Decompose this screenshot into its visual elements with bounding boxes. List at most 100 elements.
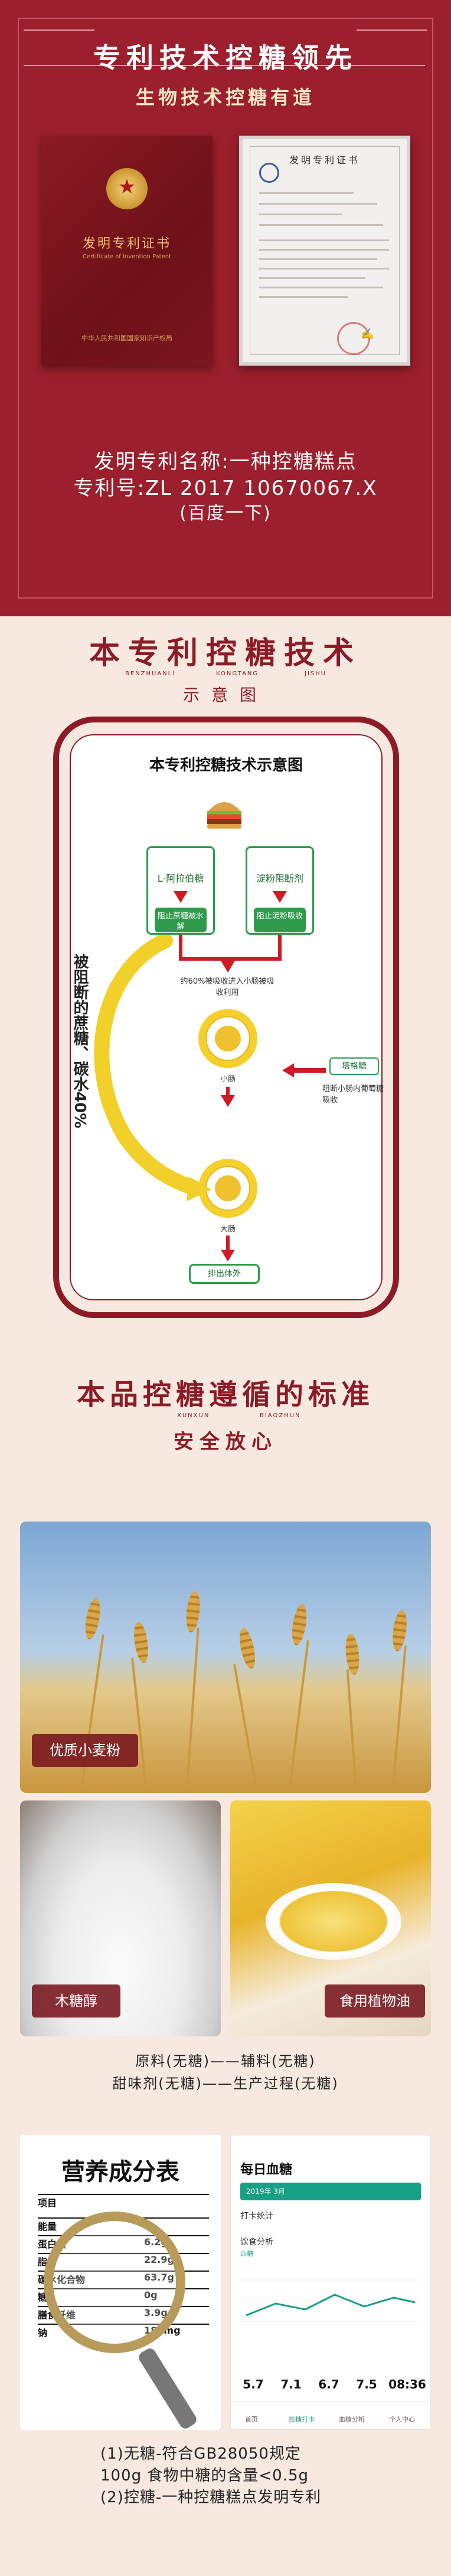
- bottom-note-3: (2)控糖-一种控糖糕点发明专利: [100, 2489, 322, 2506]
- down-arrow-icon: [221, 1250, 235, 1261]
- l-arabinose-label: L-阿拉伯糖: [157, 873, 204, 884]
- certificate-en-title: Certificate of Invention Patent: [82, 254, 171, 260]
- pinyin-text: JISHU: [305, 671, 327, 677]
- page-subtitle: 生物技术控糖有道: [135, 86, 315, 109]
- block-sucrose-note: 阻止蔗糖被水解: [155, 908, 207, 932]
- vegetable-oil-label: 食用植物油: [325, 1984, 425, 2018]
- nutrition-title: 营养成分表: [61, 2158, 179, 2186]
- certificate-title: 发明专利证书: [82, 236, 171, 251]
- block-starch-note: 阻止淀粉吸收: [254, 908, 306, 932]
- deco-line: [24, 65, 425, 66]
- app-date-bar: 2019年 3月: [240, 2183, 421, 2200]
- down-arrow-icon: [221, 961, 235, 972]
- pinyin-text: BIAOZHUN: [260, 1412, 301, 1419]
- text-line: [259, 258, 377, 260]
- pinyin-text: KONGTANG: [216, 671, 259, 677]
- text-line: [259, 268, 389, 270]
- text-line: [259, 213, 342, 215]
- reading-value: 7.1: [280, 2377, 302, 2391]
- reading-value: 7.5: [356, 2377, 377, 2391]
- nav-checkin[interactable]: 控糖打卡: [289, 2416, 315, 2423]
- down-arrow-icon: [221, 1095, 235, 1107]
- blood-sugar-app-screenshot: 每日血糖 2019年 3月 打卡统计 饮食分析 血糖 5.7 7.1 6.7 7…: [230, 2135, 431, 2430]
- connector-line: [179, 957, 282, 961]
- certificate-border: [250, 146, 400, 355]
- standards-subtitle: 安全放心: [174, 1430, 277, 1454]
- standard-line-1: 原料(无糖)——辅料(无糖): [135, 2053, 316, 2069]
- large-intestine-icon: [215, 1175, 241, 1201]
- text-line: [259, 249, 389, 251]
- patent-certificate-page: 发明专利证书 ✍: [239, 136, 410, 366]
- burger-icon: [207, 802, 241, 829]
- small-intestine-label: 小肠: [220, 1075, 236, 1084]
- reading-value: 6.7: [318, 2377, 339, 2391]
- text-line: [259, 277, 365, 279]
- app-chart-title: 饮食分析: [240, 2237, 273, 2247]
- nutrition-row: 项目: [38, 2194, 209, 2212]
- left-arrow-icon: [282, 1063, 294, 1077]
- nav-home[interactable]: 首页: [245, 2416, 258, 2423]
- diagram-section: 本专利控糖技术 BENZHUANLI KONGTANG JISHU 示意图 本专…: [0, 616, 451, 1353]
- signature: ✍: [361, 328, 374, 340]
- patent-number: 专利号:ZL 2017 10670067.X: [73, 477, 378, 500]
- deco-line: [24, 29, 94, 31]
- text-line: [259, 239, 389, 241]
- patent-name: 发明专利名称:一种控糖糕点: [94, 450, 357, 474]
- certificate-issuer: 中华人民共和国国家知识产权局: [81, 334, 172, 342]
- oil-image: 食用植物油: [230, 1800, 431, 2036]
- nutrition-facts-image: 营养成分表 项目 能量 蛋白质 6.2g 脂肪 22.9g 碳水化合物 63.7…: [20, 2135, 221, 2430]
- official-seal-icon: [337, 322, 370, 355]
- bottom-note-1: (1)无糖-符合GB28050规定: [100, 2445, 301, 2463]
- app-record-label: 打卡统计: [240, 2212, 273, 2221]
- connector-line: [226, 1087, 230, 1096]
- text-line: [259, 224, 383, 226]
- bottom-note-2: 100g 食物中糖的含量<0.5g: [100, 2467, 309, 2485]
- nav-analysis[interactable]: 血糖分析: [339, 2416, 365, 2423]
- down-arrow-icon: [174, 891, 188, 903]
- diagram-section-subtitle: 示意图: [182, 685, 268, 705]
- nav-profile[interactable]: 个人中心: [389, 2416, 415, 2423]
- connector-line: [226, 1236, 230, 1252]
- tagatose-box: 塔格糖: [329, 1057, 379, 1075]
- text-line: [259, 203, 377, 205]
- app-title: 每日血糖: [240, 2163, 293, 2177]
- xylitol-label: 木糖醇: [32, 1984, 120, 2018]
- patent-certificate-cover: 发明专利证书 Certificate of Invention Patent 中…: [41, 136, 213, 366]
- bypass-text: 被阻断的蔗糖、碳水40%: [71, 954, 89, 1129]
- connector-line: [278, 935, 282, 958]
- national-emblem-icon: [106, 168, 148, 209]
- text-line: [259, 192, 354, 194]
- patent-office-logo-icon: [259, 163, 279, 183]
- text-line: [259, 287, 383, 288]
- oil-plate: [266, 1883, 401, 1960]
- app-legend: 血糖: [240, 2250, 253, 2258]
- absorption-text: 约60%被吸收进入小肠被吸收利用: [180, 977, 274, 997]
- pinyin-text: XUNXUN: [177, 1412, 210, 1419]
- magnifier-handle: [136, 2346, 199, 2430]
- flour-image: 木糖醇: [20, 1800, 221, 2036]
- small-intestine-icon: [215, 1026, 241, 1052]
- deco-line: [357, 29, 427, 31]
- magnifier-icon: [44, 2212, 185, 2353]
- excrete-box: 排出体外: [189, 1264, 260, 1284]
- starch-blocker-label: 淀粉阻断剂: [256, 873, 303, 884]
- standards-section: 本品控糖遵循的标准 XUNXUN BIAOZHUN 安全放心 优质小麦粉 木糖醇: [0, 1353, 451, 2576]
- large-intestine-circle: [198, 1159, 257, 1218]
- connector-line: [293, 1068, 326, 1073]
- standards-title: 本品控糖遵循的标准: [76, 1378, 374, 1411]
- tagatose-note: 阻断小肠内葡萄糖吸收: [322, 1085, 384, 1105]
- reading-value: 5.7: [243, 2377, 264, 2391]
- diagram-title: 本专利控糖技术示意图: [149, 757, 303, 774]
- text-line: [259, 296, 348, 298]
- page-title: 专利技术控糖领先: [93, 42, 358, 74]
- bypass-arrow-icon: [94, 935, 211, 1201]
- wheat-flour-label: 优质小麦粉: [32, 1734, 138, 1767]
- patent-section: 专利技术控糖领先 生物技术控糖有道 发明专利证书 Certificate of …: [0, 0, 451, 616]
- diagram-section-title: 本专利控糖技术: [89, 635, 362, 671]
- blood-sugar-chart: [240, 2279, 421, 2322]
- down-arrow-icon: [273, 891, 287, 903]
- pinyin-text: BENZHUANLI: [125, 671, 176, 677]
- small-intestine-circle: [198, 1009, 257, 1068]
- reading-time: 08:36: [388, 2377, 426, 2391]
